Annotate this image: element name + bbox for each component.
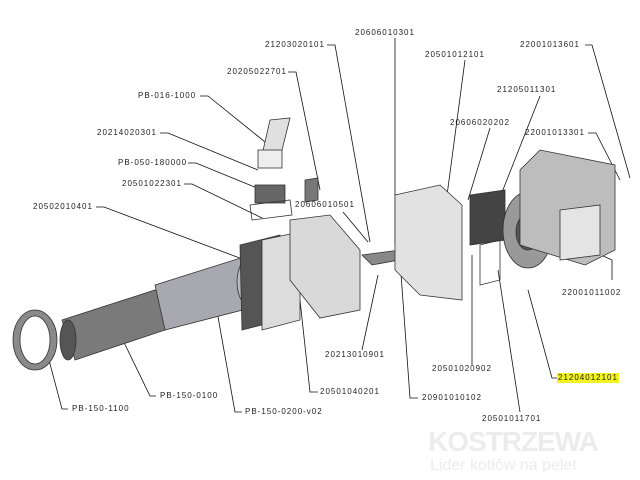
part-label-20606020202[interactable]: 20606020202 — [450, 118, 510, 127]
motor — [469, 189, 506, 246]
part-label-pb-050-180000[interactable]: PB-050-180000 — [118, 158, 188, 167]
part-label-20502010401[interactable]: 20502010401 — [33, 202, 93, 211]
leader-lines — [44, 38, 631, 413]
part-label-20501022301[interactable]: 20501022301 — [122, 179, 182, 188]
watermark-tagline: Lider kotłów na pelet — [430, 457, 577, 474]
ignition-box — [254, 184, 286, 204]
part-label-21204012101-highlighted[interactable]: 21204012101 — [557, 373, 619, 383]
side-panel — [394, 184, 463, 301]
part-label-22001013301[interactable]: 22001013301 — [525, 128, 585, 137]
part-label-20213010901[interactable]: 20213010901 — [325, 350, 385, 359]
part-label-21205011301[interactable]: 21205011301 — [497, 85, 557, 94]
part-label-22001013601[interactable]: 22001013601 — [520, 40, 580, 49]
combustion-chamber — [289, 214, 361, 319]
part-label-20205022701[interactable]: 20205022701 — [227, 67, 287, 76]
parts — [12, 117, 616, 371]
part-label-20501020902[interactable]: 20501020902 — [432, 364, 492, 373]
part-label-21203020101[interactable]: 21203020101 — [265, 40, 325, 49]
part-label-20606010501[interactable]: 20606010501 — [295, 200, 355, 209]
part-label-20901010102[interactable]: 20901010102 — [422, 393, 482, 402]
part-label-pb-150-0200-v02[interactable]: PB-150-0200-v02 — [245, 407, 323, 416]
part-label-pb-150-1100[interactable]: PB-150-1100 — [72, 404, 130, 413]
part-label-pb-150-0100[interactable]: PB-150-0100 — [160, 391, 219, 400]
watermark-brand: KOSTRZEWA — [428, 426, 599, 457]
perforated-tube — [61, 289, 166, 361]
kostrzewa-watermark: KOSTRZEWA Lider kotłów na pelet — [428, 426, 599, 476]
part-label-20606010301[interactable]: 20606010301 — [355, 28, 415, 37]
part-label-20501012101[interactable]: 20501012101 — [425, 50, 485, 59]
part-label-20501011701[interactable]: 20501011701 — [482, 414, 542, 423]
part-label-20501040201[interactable]: 20501040201 — [320, 387, 380, 396]
part-label-22001011002[interactable]: 22001011002 — [562, 288, 622, 297]
part-label-20214020301[interactable]: 20214020301 — [97, 128, 157, 137]
feed-pipe — [261, 117, 291, 156]
gasket — [479, 239, 501, 286]
part-label-pb-016-1000[interactable]: PB-016-1000 — [138, 91, 197, 100]
